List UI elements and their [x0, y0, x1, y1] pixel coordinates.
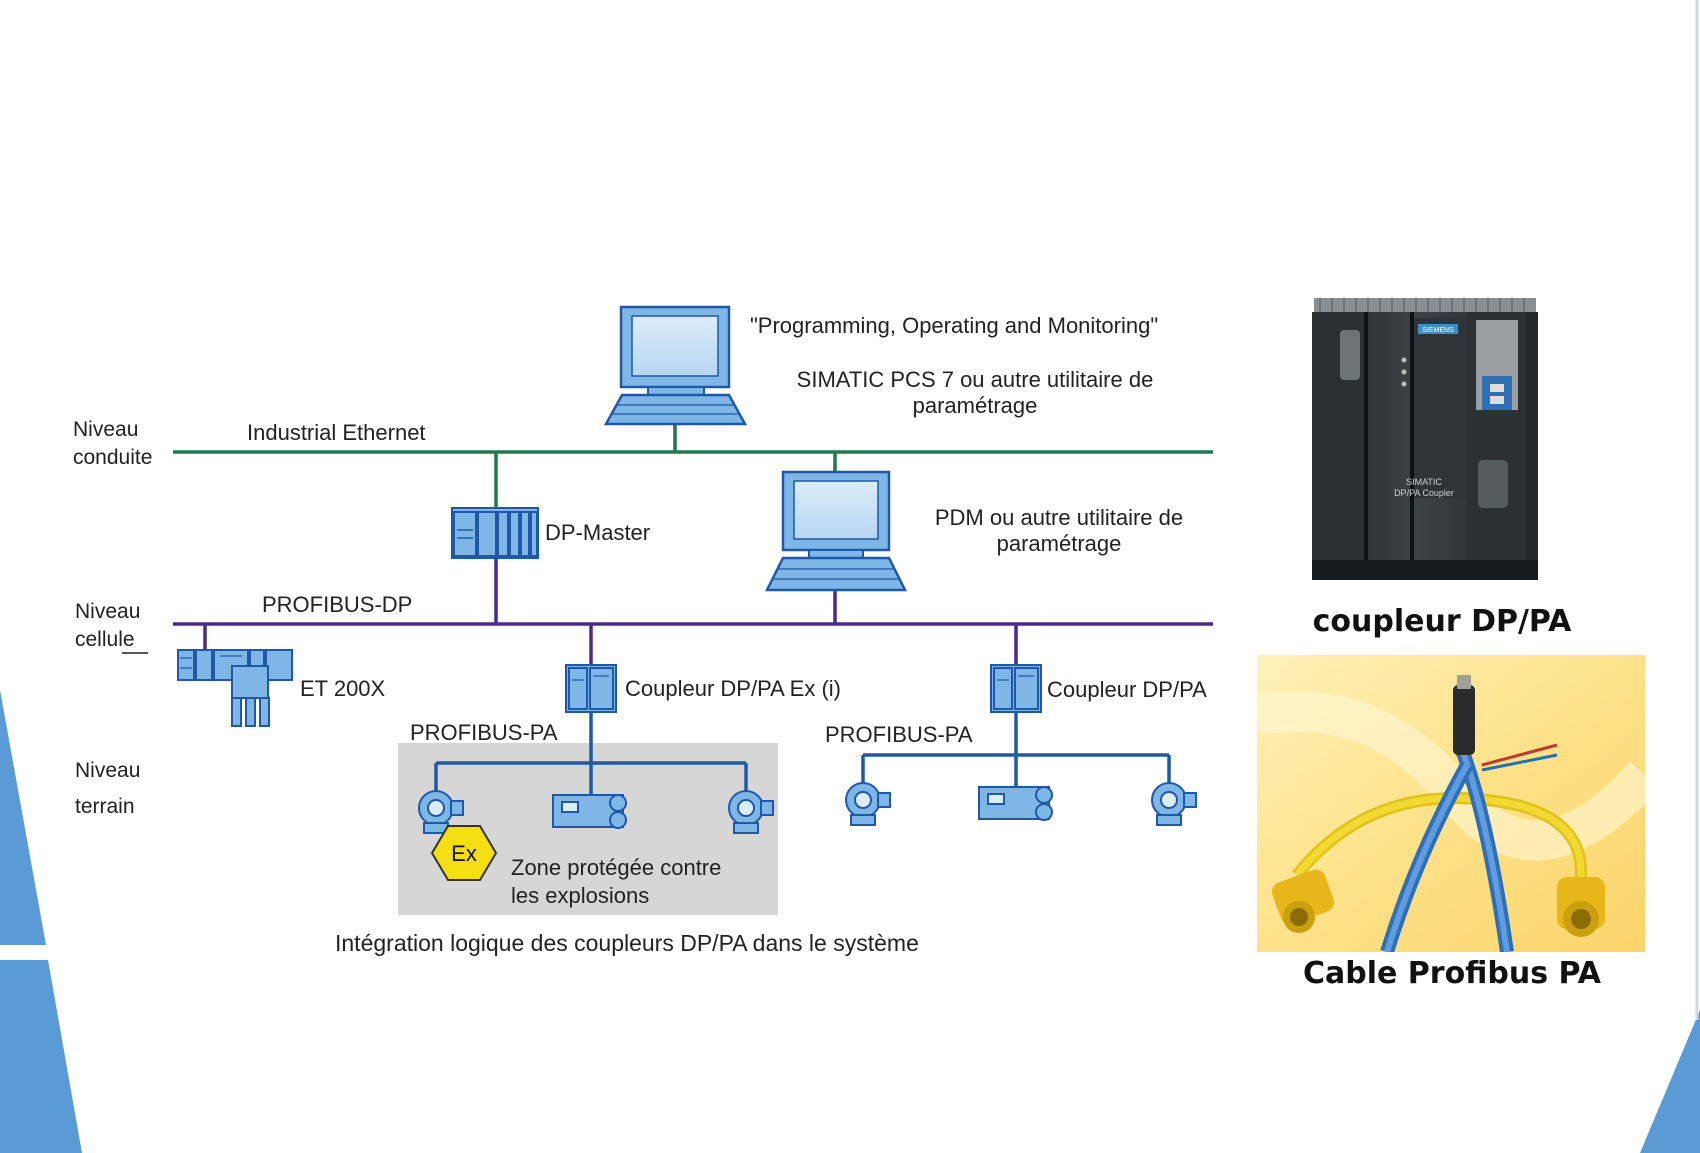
profibus-dp-bus [173, 558, 1213, 665]
network-diagram: Ex [122, 305, 1213, 915]
top-workstation-icon [603, 305, 748, 426]
level-word: Niveau [73, 418, 139, 441]
level-label-cellule: Niveau cellule [75, 598, 140, 655]
cable-caption: Cable Profibus PA [1302, 956, 1602, 991]
level-label-terrain: Niveau terrain [75, 757, 140, 822]
coupler-module-illustration: SIEMENS SIMATIC DP/PA Coupler [1312, 298, 1538, 580]
ex-badge-icon: Ex [430, 825, 498, 881]
ex-zone-text: Zone protégée contre les explosions [511, 854, 721, 909]
coupler-caption: coupleur DP/PA [1312, 604, 1572, 639]
cable-illustration [1257, 655, 1645, 952]
profibus-pa-bus-left [434, 712, 748, 795]
top-station-quote: "Programming, Operating and Monitoring" [750, 313, 1159, 338]
et200x-label: ET 200X [300, 676, 386, 701]
level-word: Niveau [75, 759, 141, 782]
field-transmitter-icon [845, 782, 891, 826]
et200x-icon [177, 649, 293, 727]
right-blue-triangle [1640, 1010, 1700, 1153]
diagram-caption: Intégration logique des coupleurs DP/PA … [335, 930, 919, 956]
ex-zone-line1: Zone protégée contre [511, 855, 722, 880]
ethernet-label: Industrial Ethernet [247, 420, 426, 445]
coupler-ex-icon [565, 664, 617, 713]
profibus-pa-label-left: PROFIBUS-PA [410, 720, 558, 745]
level-word: Niveau [75, 600, 141, 623]
left-blue-triangle-lower [0, 960, 82, 1153]
field-transmitter-icon [728, 790, 774, 834]
profibus-pa-bus-right [861, 712, 1171, 795]
coupler-icon [990, 664, 1042, 713]
yellow-connector-right [1557, 877, 1605, 937]
level-name: cellule [75, 628, 135, 652]
field-positioner-icon [552, 794, 627, 829]
profibus-pa-label-right: PROFIBUS-PA [825, 722, 973, 747]
field-transmitter-icon [1151, 782, 1197, 826]
cable-photo [1257, 655, 1645, 952]
pdm-line2: paramétrage [996, 531, 1122, 557]
coupler-label: Coupleur DP/PA [1047, 677, 1207, 702]
yellow-connector-left [1271, 869, 1335, 933]
coupler-photo: SIEMENS SIMATIC DP/PA Coupler [1300, 290, 1550, 590]
coupler-label-type: DP/PA Coupler [1394, 488, 1454, 498]
ex-badge-text: Ex [451, 841, 477, 866]
top-station-line1: SIMATIC PCS 7 ou autre utilitaire de [796, 367, 1154, 392]
field-positioner-icon [978, 786, 1053, 821]
ex-zone-line2: les explosions [511, 882, 650, 908]
left-blue-triangle [0, 690, 46, 945]
level-name: terrain [75, 795, 135, 819]
level-name: conduite [73, 446, 153, 470]
top-station-description: SIMATIC PCS 7 ou autre utilitaire de par… [770, 367, 1180, 420]
dp-master-rack-icon [451, 507, 539, 559]
field-transmitter-icon [418, 790, 464, 834]
coupler-label-simatic: SIMATIC [1406, 477, 1442, 487]
level-label-conduite: Niveau conduite [73, 416, 152, 473]
siemens-logo-text: SIEMENS [1422, 327, 1454, 334]
coupler-ex-label: Coupleur DP/PA Ex (i) [625, 676, 842, 701]
industrial-ethernet-bus [173, 424, 1213, 508]
pdm-workstation-icon [764, 470, 908, 592]
top-station-line2: paramétrage [912, 393, 1038, 419]
dp-master-label: DP-Master [545, 520, 651, 545]
profibus-dp-label: PROFIBUS-DP [262, 592, 413, 617]
pdm-line1: PDM ou autre utilitaire de [934, 505, 1184, 530]
pdm-description: PDM ou autre utilitaire de paramétrage [920, 505, 1198, 558]
